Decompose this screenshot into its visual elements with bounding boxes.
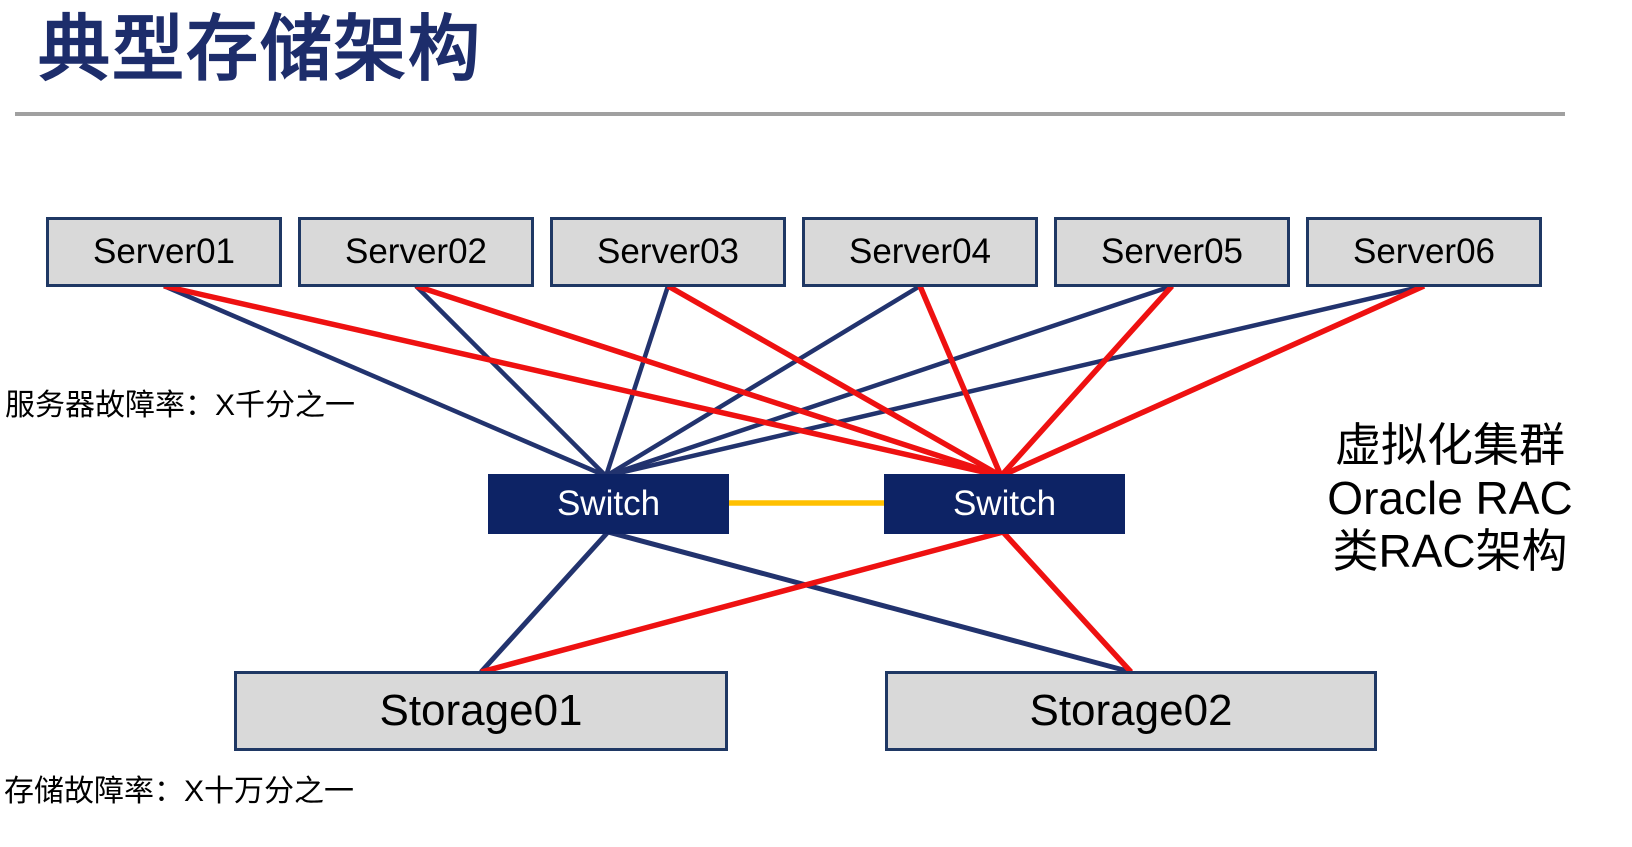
link-server2-switch2 xyxy=(415,283,1002,479)
blue-links xyxy=(163,283,1425,675)
cluster-annotation-line3: 类RAC架构 xyxy=(1332,525,1568,577)
storage01-label: Storage01 xyxy=(379,686,583,735)
cluster-annotation: 虚拟化集群 Oracle RAC 类RAC架构 xyxy=(1310,419,1590,578)
cluster-annotation-line2: Oracle RAC xyxy=(1327,472,1573,524)
link-switch2-storage1 xyxy=(480,529,1004,675)
link-server1-switch2 xyxy=(163,283,1002,479)
link-switch1-storage2 xyxy=(607,529,1132,675)
server03-box: Server03 xyxy=(550,217,786,287)
server05-label: Server05 xyxy=(1100,232,1244,271)
link-server5-switch2 xyxy=(998,284,1175,478)
server02-box: Server02 xyxy=(298,217,534,287)
link-server5-switch1 xyxy=(605,283,1173,479)
storage02-box: Storage02 xyxy=(885,671,1377,751)
server02-label: Server02 xyxy=(344,232,488,271)
server04-box: Server04 xyxy=(802,217,1038,287)
switch1-box: Switch xyxy=(488,474,729,534)
switch2-label: Switch xyxy=(952,484,1057,523)
link-server1-switch1 xyxy=(163,283,607,479)
link-server4-switch2 xyxy=(917,284,1004,478)
switch1-label: Switch xyxy=(556,484,661,523)
link-switch2-storage2 xyxy=(1000,530,1134,674)
server03-label: Server03 xyxy=(596,232,740,271)
server01-label: Server01 xyxy=(92,232,236,271)
server06-label: Server06 xyxy=(1352,232,1496,271)
link-switch1-storage1 xyxy=(479,530,610,674)
page-title: 典型存储架构 xyxy=(38,10,483,90)
server04-label: Server04 xyxy=(848,232,992,271)
cluster-annotation-line1: 虚拟化集群 xyxy=(1335,419,1565,471)
link-server3-switch1 xyxy=(603,285,671,477)
storage02-label: Storage02 xyxy=(1029,686,1233,735)
link-server6-switch2 xyxy=(999,283,1426,479)
storage-failure-rate-note: 存储故障率：X十万分之一 xyxy=(4,775,355,808)
storage01-box: Storage01 xyxy=(234,671,728,751)
title-divider xyxy=(15,112,1565,116)
server05-box: Server05 xyxy=(1054,217,1290,287)
switch2-box: Switch xyxy=(884,474,1125,534)
link-server2-switch1 xyxy=(414,284,608,478)
server06-box: Server06 xyxy=(1306,217,1542,287)
link-server3-switch2 xyxy=(666,283,1003,479)
link-server6-switch1 xyxy=(605,283,1425,479)
server-failure-rate-note: 服务器故障率：X千分之一 xyxy=(5,389,356,422)
link-server4-switch1 xyxy=(604,284,922,478)
red-links xyxy=(163,283,1426,675)
server01-box: Server01 xyxy=(46,217,282,287)
